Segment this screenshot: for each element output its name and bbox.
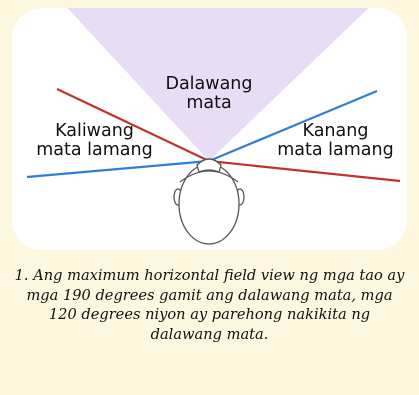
left-eye-field-line-lower [208,159,401,183]
label-both-eyes: Dalawang mata [165,74,253,113]
binocular-field-region [60,8,377,161]
left-eye-field-line-upper [56,88,210,162]
label-right-eye-only: Kanang mata lamang [277,121,394,160]
head-top-view-icon [173,158,245,245]
right-eye-field-line-upper [208,89,378,163]
figure-caption: 1. Ang maximum horizontal field view ng … [14,267,405,343]
right-eye-field-line-lower [26,159,210,179]
label-left-eye-only: Kaliwang mata lamang [36,121,153,160]
